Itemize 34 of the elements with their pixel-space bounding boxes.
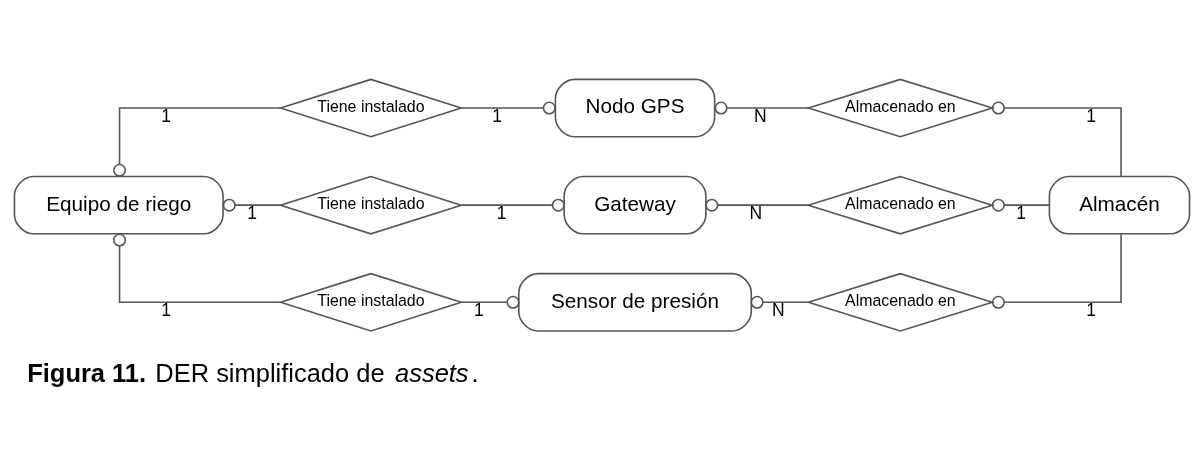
edge-label: 1 xyxy=(161,105,171,126)
edge-label: N xyxy=(772,299,785,320)
edge-label: N xyxy=(754,105,767,126)
edge-label: 1 xyxy=(1086,299,1096,320)
connector xyxy=(991,101,1122,177)
node-diamond: Tiene instalado xyxy=(277,272,464,332)
connector xyxy=(113,106,281,177)
edge-label: N xyxy=(749,202,763,223)
edge-label: 1 xyxy=(247,202,258,223)
connector xyxy=(714,101,809,115)
node-box: Equipo de riego xyxy=(13,175,224,235)
connector xyxy=(750,295,810,309)
node-diamond: Almacenado en xyxy=(805,78,995,138)
connector xyxy=(113,233,281,303)
edge-label: 1 xyxy=(496,202,507,223)
node-box: Sensor de presión xyxy=(518,272,753,332)
node-diamond: Tiene instalado xyxy=(277,78,464,138)
edge-label: 1 xyxy=(474,299,484,320)
node-diamond: Almacenado en xyxy=(805,272,995,332)
edge-label: 1 xyxy=(161,299,171,320)
connector xyxy=(991,233,1122,309)
connector xyxy=(461,101,556,115)
connector xyxy=(222,198,282,212)
node-box: Nodo GPS xyxy=(554,78,716,137)
edge-label: 1 xyxy=(492,105,502,126)
node-box: Almacén xyxy=(1048,175,1191,235)
connector xyxy=(705,198,810,212)
edge-label: 1 xyxy=(1086,105,1096,126)
connector xyxy=(991,198,1051,212)
edge-label: 1 xyxy=(1016,202,1026,223)
caption: Figura 11. DER simplificado de assets. xyxy=(27,358,479,387)
node-box: Gateway xyxy=(563,175,707,235)
connector xyxy=(461,198,565,212)
connector xyxy=(461,295,520,309)
